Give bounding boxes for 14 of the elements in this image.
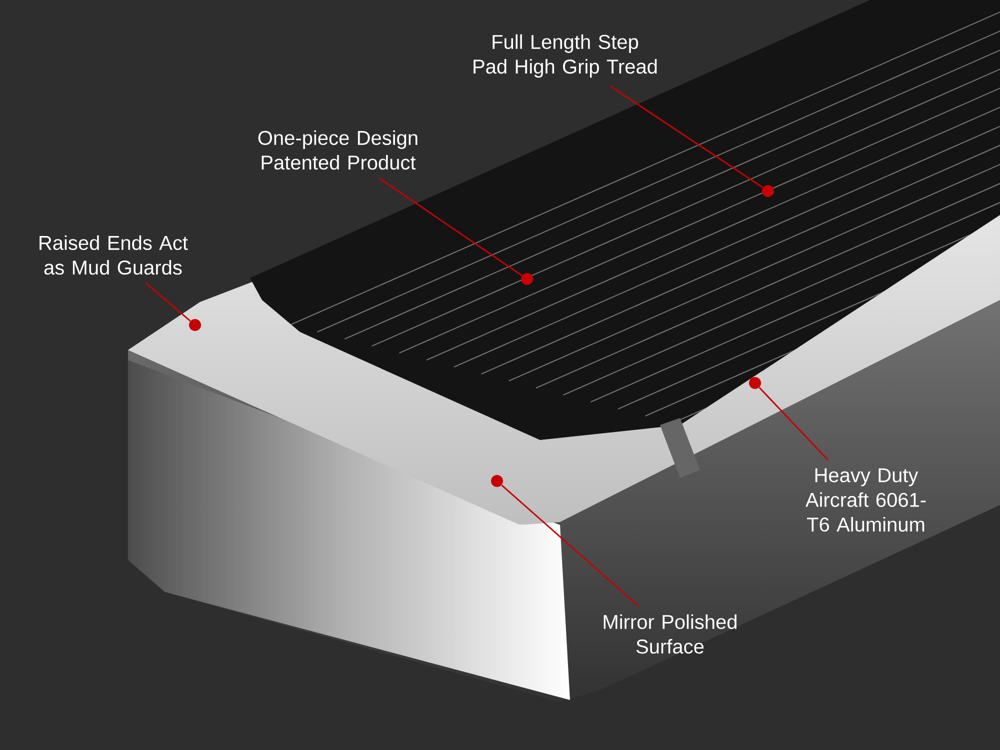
callout-dot <box>749 377 761 389</box>
callout-dot <box>189 319 201 331</box>
callout-dot <box>491 475 503 487</box>
callout-text: Heavy Duty Aircraft 6061-T6 Aluminum <box>805 468 926 532</box>
callout-dot <box>521 273 533 285</box>
callout-text: Mirror Polished Surface <box>604 614 736 654</box>
callout-text: Raised Ends Act as Mud Guards <box>40 235 188 275</box>
leader-line <box>501 484 639 607</box>
callout-text: One-piece Design Patented Product <box>258 130 418 170</box>
leader-line <box>610 85 764 188</box>
callout-dot <box>762 185 774 197</box>
leader-line <box>378 177 522 276</box>
leader-line <box>758 387 829 461</box>
callout-text: Full Length Step Pad High Grip Tread <box>474 34 657 78</box>
